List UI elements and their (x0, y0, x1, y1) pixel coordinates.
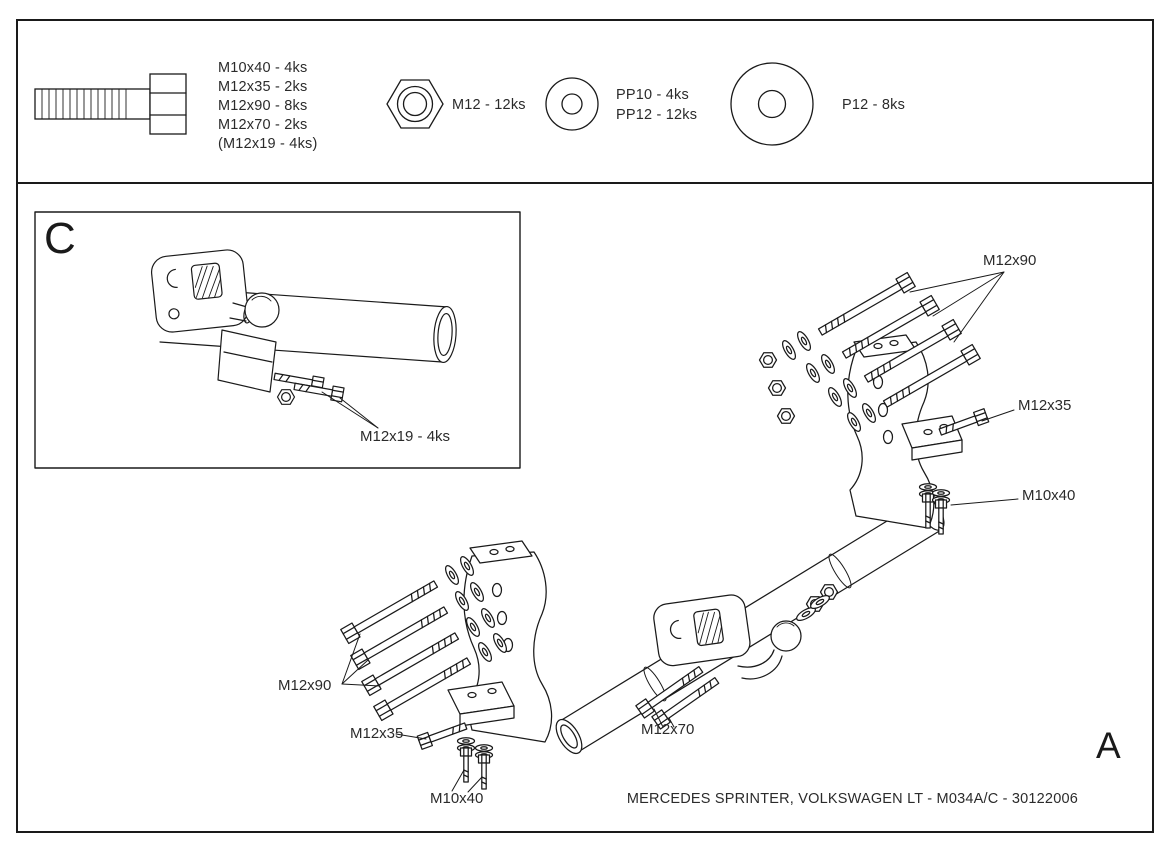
bolt-m10x40 (459, 747, 473, 783)
ball-mount-plate (653, 594, 751, 667)
washer (825, 385, 845, 409)
outer-border (16, 19, 1154, 833)
legend-hardware-row: M10x40 - 4ks M12x35 - 2ks M12x90 - 8ks M… (34, 60, 905, 152)
bolt-m12x90 (815, 271, 916, 340)
spring-washer-icon (545, 77, 599, 131)
legend-bolt-labels: M10x40 - 4ks M12x35 - 2ks M12x90 - 8ks M… (218, 60, 318, 152)
bolt-m10x40 (934, 499, 948, 535)
callout-m10x40-right-label: M10x40 (1022, 487, 1075, 504)
legend-small-washer-labels: PP10 - 4ks PP12 - 12ks (616, 87, 697, 123)
inset-callout-m12x19: M12x19 - 4ks (321, 391, 450, 445)
flat-washer-icon (730, 62, 814, 146)
left-bracket-top-face (469, 540, 533, 564)
legend-bolt-label: M12x35 - 2ks (218, 79, 307, 95)
inset-clamp (217, 329, 345, 405)
bolt-group-m10x40-left (456, 737, 494, 790)
left-angle-bracket (447, 681, 515, 727)
page-frame (16, 19, 1154, 833)
washer (818, 352, 838, 376)
callout-m12x35-left-label: M12x35 (350, 725, 403, 742)
c-cutout (166, 268, 178, 288)
washer (442, 563, 462, 587)
callout-leaders (341, 271, 1019, 793)
washer (779, 338, 799, 362)
legend-bolt-label: M12x70 - 2ks (218, 117, 307, 133)
bolt-side-view-icon (34, 73, 187, 135)
washer (794, 329, 814, 353)
legend-bolt-label: M12x90 - 8ks (218, 98, 307, 114)
legend-bolt-label: (M12x19 - 4ks) (218, 136, 318, 152)
crossbar-tube (555, 498, 945, 755)
nut-m12 (767, 380, 787, 396)
c-cutout (669, 619, 682, 639)
bolt-m12x35 (416, 718, 469, 750)
callout-m12x70-label: M12x70 (641, 721, 694, 738)
washer (456, 737, 476, 745)
legend-bolt-label: M10x40 - 4ks (218, 60, 307, 76)
bolt-m12x90 (340, 576, 441, 645)
washer (931, 489, 951, 497)
callout-m12x35-right-label: M12x35 (1018, 397, 1071, 414)
hatch-slot (697, 611, 722, 645)
main-assembly-drawing: M12x90 M12x35 M10x40 M12x90 M12x35 M12x7… (278, 252, 1121, 807)
nut-m12 (276, 389, 296, 405)
bolt-m10x40 (477, 754, 491, 790)
inset-towball (229, 292, 280, 328)
hatch-slot (194, 265, 222, 299)
inset-detail-c: C (34, 211, 521, 469)
ball-neck (737, 649, 775, 668)
inset-section-letter: C (44, 214, 76, 263)
washer (803, 361, 823, 385)
hex-nut-icon (386, 79, 444, 129)
legend-large-washer-label: P12 - 8ks (842, 97, 905, 113)
tow-ball (770, 620, 802, 652)
washer (474, 744, 494, 752)
callout-m12x90-right-label: M12x90 (983, 252, 1036, 269)
legend-washer-label: PP12 - 12ks (616, 107, 697, 123)
inset-ball-mount-plate (150, 249, 249, 333)
inset-box-border (34, 211, 521, 469)
callout-m12x90-left-label: M12x90 (278, 677, 331, 694)
callout-m10x40-bottom-label: M10x40 (430, 790, 483, 807)
footer-model-text: MERCEDES SPRINTER, VOLKSWAGEN LT - M034A… (627, 791, 1078, 807)
towball-assembly (635, 584, 839, 730)
legend-washer-label: PP10 - 4ks (616, 87, 689, 103)
washer (918, 483, 938, 491)
legend-nut-label: M12 - 12ks (452, 97, 526, 113)
nut-m12 (758, 352, 778, 368)
nut-m12 (776, 408, 796, 424)
main-section-letter: A (1096, 725, 1121, 766)
bolt-m12x90 (350, 602, 451, 671)
callout-m12x19-label: M12x19 - 4ks (360, 428, 450, 445)
callout-labels: M12x90 M12x35 M10x40 M12x90 M12x35 M12x7… (278, 252, 1075, 807)
